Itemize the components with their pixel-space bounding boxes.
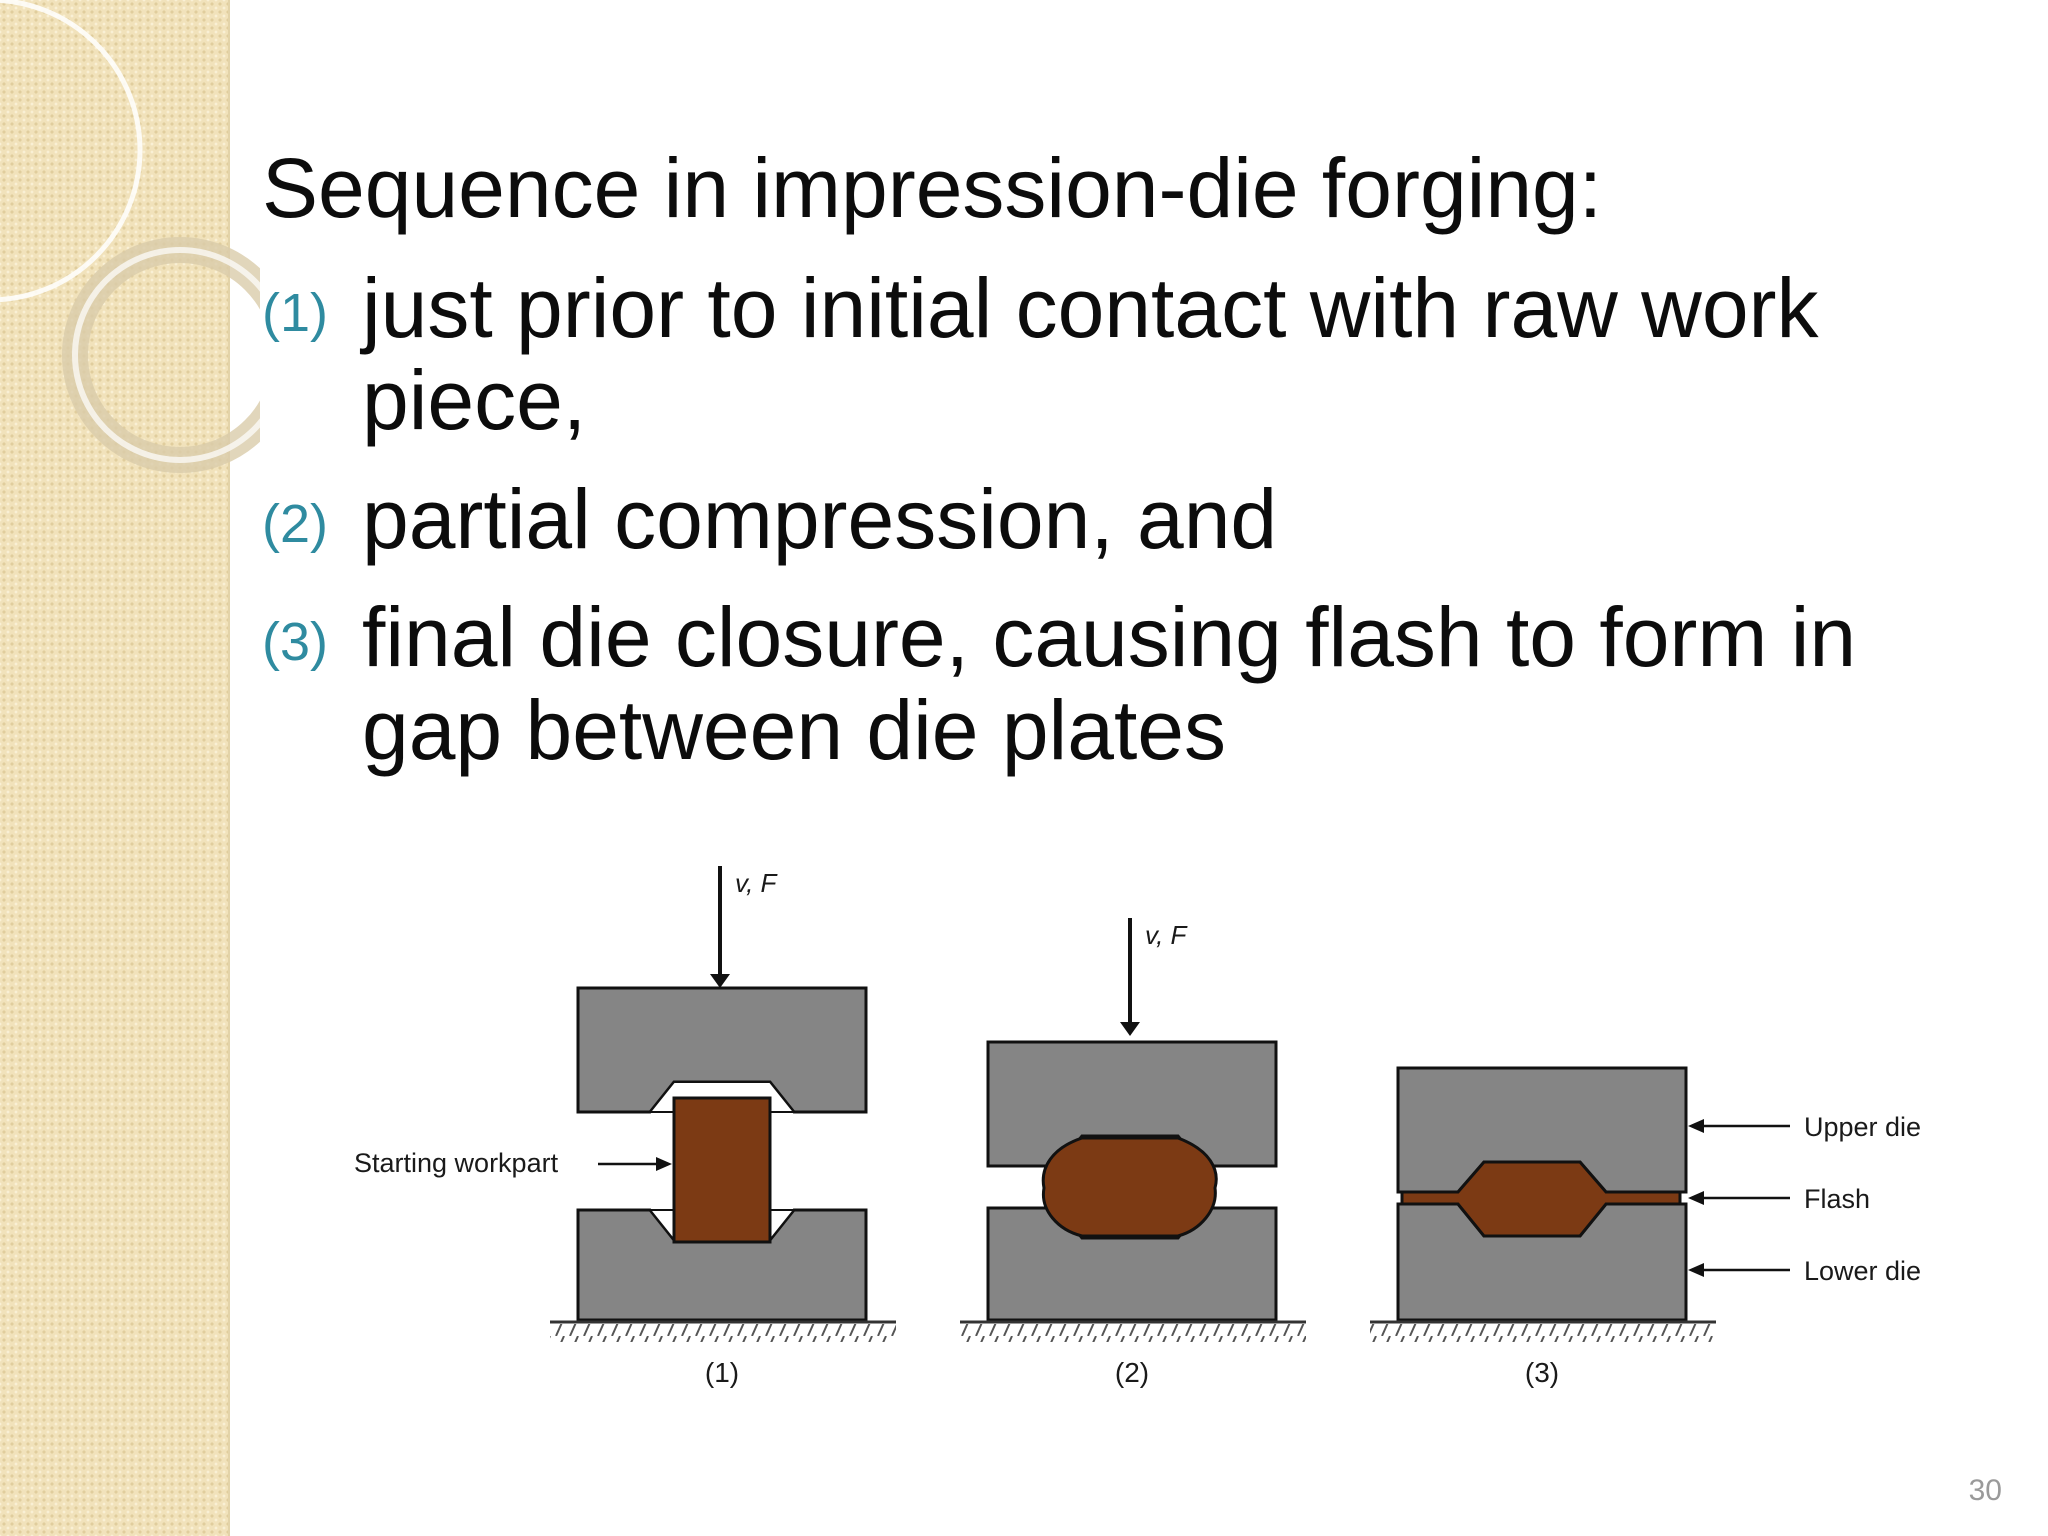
item-text: just prior to initial contact with raw w… — [362, 261, 1819, 448]
item-text: final die closure, causing flash to form… — [362, 590, 1857, 777]
forging-sequence-diagram: v, F (1) Starting workpart v, F — [354, 866, 1921, 1388]
page-number: 30 — [1968, 1474, 2002, 1507]
upper-die-label: Upper die — [1804, 1112, 1921, 1142]
sequence-list: (1) just prior to initial contact with r… — [262, 262, 2002, 802]
workpart-final-with-flash — [1400, 1160, 1682, 1238]
lower-die-label: Lower die — [1804, 1256, 1921, 1286]
item-text: partial compression, and — [362, 471, 1278, 566]
step-label: (3) — [1525, 1357, 1559, 1388]
item-number: (1) — [262, 283, 328, 343]
step-label: (1) — [705, 1357, 739, 1388]
step-label: (2) — [1115, 1357, 1149, 1388]
workpart-partial — [1041, 1136, 1218, 1238]
list-item: (1) just prior to initial contact with r… — [262, 262, 2002, 447]
item-number: (3) — [262, 612, 328, 673]
force-label: v, F — [1145, 920, 1189, 950]
stage-3: (3) Upper die Flash Lower die — [1370, 1066, 1921, 1388]
list-item: (2) partial compression, and — [262, 471, 2002, 566]
slide-title: Sequence in impression-die forging: — [262, 141, 1603, 235]
force-arrowhead — [1120, 1022, 1140, 1036]
force-arrowhead — [710, 974, 730, 988]
starting-workpart — [672, 1096, 772, 1244]
stage-2: v, F (2) — [960, 918, 1306, 1388]
starting-workpart-label: Starting workpart — [354, 1148, 559, 1178]
force-label: v, F — [735, 868, 779, 898]
item-number: (2) — [262, 493, 328, 554]
upper-die — [986, 1040, 1278, 1168]
list-item: (3) final die closure, causing flash to … — [262, 591, 2002, 776]
decorative-rings — [0, 0, 260, 473]
flash-label: Flash — [1804, 1184, 1870, 1214]
stage-1: v, F (1) Starting workpart — [354, 866, 896, 1388]
